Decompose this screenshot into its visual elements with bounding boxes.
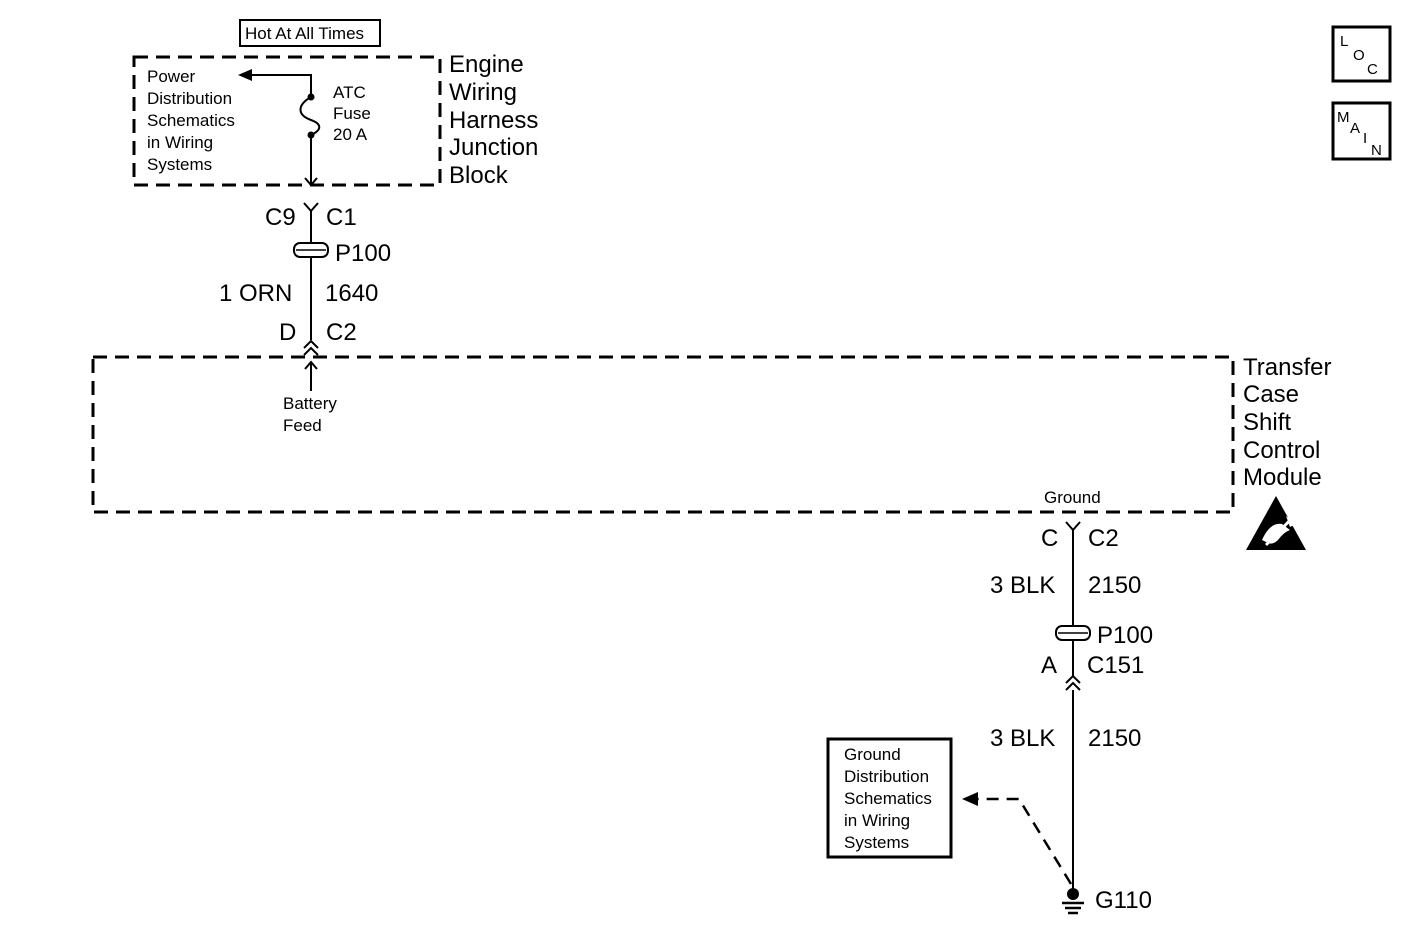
main-letter-i: I (1363, 130, 1367, 147)
main-letter-m: M (1337, 109, 1350, 126)
junction-block-line-4: Junction (449, 134, 538, 161)
module-line-3: Shift (1243, 409, 1291, 436)
junction-block-line-3: Harness (449, 107, 538, 134)
main-letter-n: N (1371, 142, 1382, 159)
junction-block-outline (132, 55, 442, 187)
circuit-number-2150-upper: 2150 (1088, 572, 1141, 599)
ground-ref-line-4: in Wiring (844, 811, 910, 830)
battery-feed-line-1: Battery (283, 394, 337, 413)
hot-at-all-times-box: Hot At All Times (239, 19, 381, 47)
battery-feed-arrow (304, 360, 318, 391)
ground-ref-line-3: Schematics (844, 789, 932, 808)
ground-ref-line-5: Systems (844, 833, 909, 852)
ground-distribution-reference[interactable]: Ground Distribution Schematics in Wiring… (826, 737, 953, 859)
connector-c151-label: C151 (1087, 652, 1144, 679)
atc-fuse-icon (299, 93, 321, 139)
wire-color-3-blk-lower: 3 BLK (990, 725, 1055, 752)
splice-p100-upper-label: P100 (335, 240, 391, 267)
connector-c2-lower-icon (1065, 521, 1081, 532)
loc-letter-o: O (1353, 47, 1365, 64)
splice-pack-p100-lower-icon (1055, 625, 1091, 641)
power-ref-line-2: Distribution (147, 89, 232, 108)
ground-g110-label: G110 (1095, 887, 1152, 914)
main-letter-a: A (1350, 120, 1360, 137)
circuit-number-1640: 1640 (325, 280, 378, 307)
battery-feed-line-2: Feed (283, 416, 322, 435)
ground-g110-icon (1062, 888, 1084, 915)
pin-a-label: A (1041, 652, 1057, 679)
junction-block-line-5: Block (449, 162, 509, 189)
connector-c1-icon (303, 202, 319, 213)
junction-block-line-1: Engine (449, 51, 524, 78)
ground-ref-line-1: Ground (844, 745, 901, 764)
connector-c1-label: C1 (326, 204, 357, 231)
splice-p100-lower-label: P100 (1097, 622, 1153, 649)
main-button[interactable]: M A I N (1331, 101, 1392, 161)
ground-ref-line-2: Distribution (844, 767, 929, 786)
loc-letter-l: L (1340, 33, 1348, 50)
power-ref-line-1: Power (147, 67, 196, 86)
loc-button[interactable]: L O C (1331, 25, 1392, 83)
fuse-label-line-3: 20 A (333, 125, 368, 144)
module-line-4: Control (1243, 437, 1320, 464)
fuse-label-line-2: Fuse (333, 104, 371, 123)
esd-warning-icon (1246, 496, 1306, 550)
junction-block-title: Engine Wiring Harness Junction Block (449, 51, 538, 189)
fuse-label-line-1: ATC (333, 83, 366, 102)
power-ref-line-5: Systems (147, 155, 212, 174)
power-ref-line-4: in Wiring (147, 133, 213, 152)
power-distribution-reference[interactable]: Power Distribution Schematics in Wiring … (147, 67, 235, 174)
module-line-2: Case (1243, 381, 1299, 408)
power-ref-line-3: Schematics (147, 111, 235, 130)
connector-c2-upper-icon (303, 339, 319, 356)
splice-pack-p100-upper-icon (293, 242, 329, 258)
connector-c2-upper-label: C2 (326, 319, 357, 346)
module-ground-label: Ground (1044, 488, 1101, 507)
connector-c151-icon (1065, 674, 1081, 691)
circuit-number-2150-lower: 2150 (1088, 725, 1141, 752)
power-ref-arrow (238, 69, 312, 96)
module-line-5: Module (1243, 464, 1322, 491)
connector-c9-label: C9 (265, 204, 296, 231)
module-title: Transfer Case Shift Control Module (1243, 354, 1331, 491)
loc-letter-c: C (1367, 61, 1378, 78)
ground-ref-leader (962, 792, 1073, 885)
module-outline (91, 355, 1235, 514)
module-line-1: Transfer (1243, 354, 1331, 381)
pin-d-label: D (279, 319, 296, 346)
junction-block-line-2: Wiring (449, 79, 517, 106)
pin-c-label: C (1041, 525, 1058, 552)
hot-at-all-times-label: Hot At All Times (245, 24, 364, 43)
wire-color-1-orn: 1 ORN (219, 280, 292, 307)
connector-c2-lower-label: C2 (1088, 525, 1119, 552)
wire-color-3-blk-upper: 3 BLK (990, 572, 1055, 599)
